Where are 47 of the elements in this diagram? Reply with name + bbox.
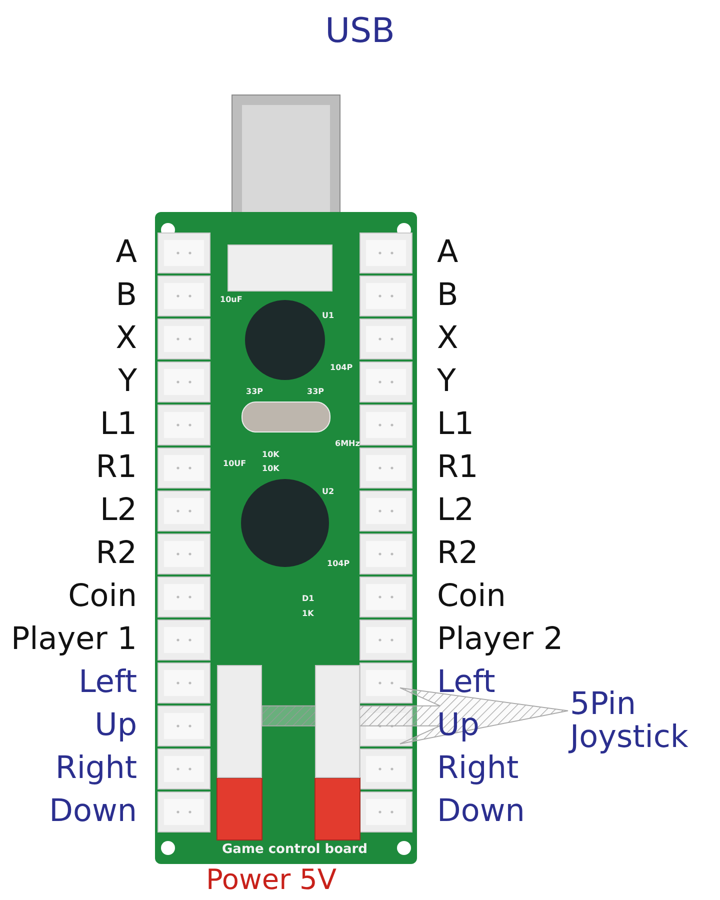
connector-housing [217,665,262,778]
connector-housing [315,665,360,778]
pin-label: Player 1 [10,624,137,655]
pin-label: Right [55,753,137,784]
pin-label: R1 [96,452,137,483]
pin-label: B [116,280,137,311]
silkscreen-label: 6MHz [335,440,360,448]
silkscreen-label: 33P [307,388,324,396]
pin-label: X [437,323,458,354]
pin-label: Up [437,710,480,741]
pin-label: Left [437,667,496,698]
silkscreen-label: 10UF [223,460,246,468]
power-label: Power 5V [206,866,337,894]
title: USB [324,14,396,48]
board-label: Game control board [222,843,368,856]
pin-label: R2 [437,538,478,569]
pin-label: A [116,237,137,268]
callout-text: 5Pin Joystick [570,688,720,754]
silkscreen-label: 10K [262,451,280,459]
pin-label: Player 2 [437,624,564,655]
pin-label: Y [118,366,137,397]
silkscreen-label: 33P [246,388,263,396]
pin-label: L1 [437,409,474,440]
pin-label: L1 [100,409,137,440]
silkscreen-label: 10K [262,465,280,473]
silkscreen-label: U1 [322,312,334,320]
silkscreen-label: 10uF [220,296,242,304]
silkscreen-label: 104P [327,560,350,568]
pin-label: B [437,280,458,311]
pin-label: Y [437,366,456,397]
pin-label: L2 [100,495,137,526]
pin-label: Up [94,710,137,741]
pin-label: X [116,323,137,354]
pin-label: Down [49,796,137,827]
pin-label: Down [437,796,525,827]
silkscreen-label: 104P [330,364,353,372]
pin-label: Right [437,753,519,784]
pin-label: L2 [437,495,474,526]
pin-label: A [437,237,458,268]
pin-label: Coin [437,581,506,612]
silkscreen-label: U2 [322,488,334,496]
pin-label: R2 [96,538,137,569]
pin-label: R1 [437,452,478,483]
silkscreen-label: D1 [302,595,314,603]
silkscreen-label: 1K [302,610,314,618]
pin-label: Coin [68,581,137,612]
pin-label: Left [78,667,137,698]
